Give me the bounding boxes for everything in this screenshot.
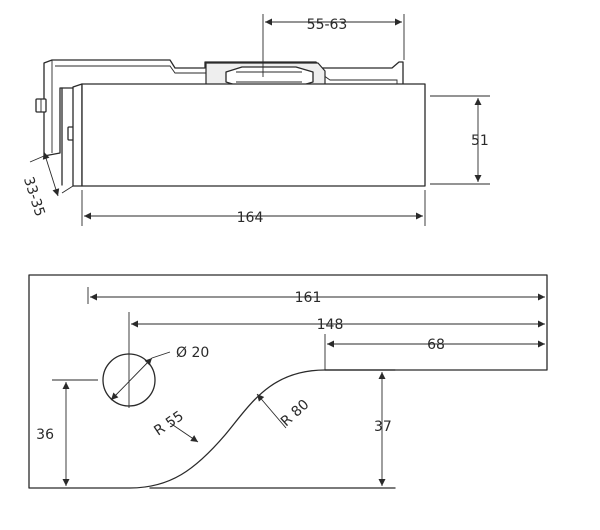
cutout-outline <box>28 274 548 489</box>
label-body-depth: 33-35 <box>20 175 48 219</box>
label-body-height: 51 <box>471 133 489 149</box>
floor-spring-body-view <box>35 59 426 187</box>
label-right-depth: 37 <box>374 419 392 435</box>
label-cutout-flat: 68 <box>427 337 445 353</box>
dimension-cutout-to-hole: 148 <box>131 317 545 333</box>
dimension-body-depth: 33-35 <box>20 151 74 219</box>
cutout-template-view <box>28 274 548 489</box>
dimension-right-depth: 37 <box>374 372 392 486</box>
label-spindle-offset: 55-63 <box>307 17 348 33</box>
dimension-cutout-flat: 68 <box>324 334 545 370</box>
body-front-face <box>81 83 426 187</box>
label-cutout-to-hole: 148 <box>317 317 344 333</box>
dimension-body-length: 164 <box>81 190 426 226</box>
dimension-spindle-offset: 55-63 <box>262 14 405 77</box>
dimension-hole-diameter: Ø 20 <box>110 345 209 401</box>
adjustment-screw-upper <box>35 98 47 113</box>
label-left-depth: 36 <box>36 427 54 443</box>
label-radius-upper: R 80 <box>278 397 312 430</box>
dimension-left-depth: 36 <box>36 379 98 486</box>
label-hole-diameter: Ø 20 <box>176 345 209 361</box>
dimension-radius-upper: R 80 <box>256 393 312 430</box>
label-body-length: 164 <box>237 210 264 226</box>
label-cutout-total: 161 <box>295 290 322 306</box>
body-side-face <box>72 83 83 187</box>
label-radius-lower: R 55 <box>151 408 186 439</box>
dimension-cutout-total: 161 <box>87 287 545 306</box>
dimension-radius-lower: R 55 <box>151 408 199 443</box>
dimension-body-height: 51 <box>430 95 490 185</box>
